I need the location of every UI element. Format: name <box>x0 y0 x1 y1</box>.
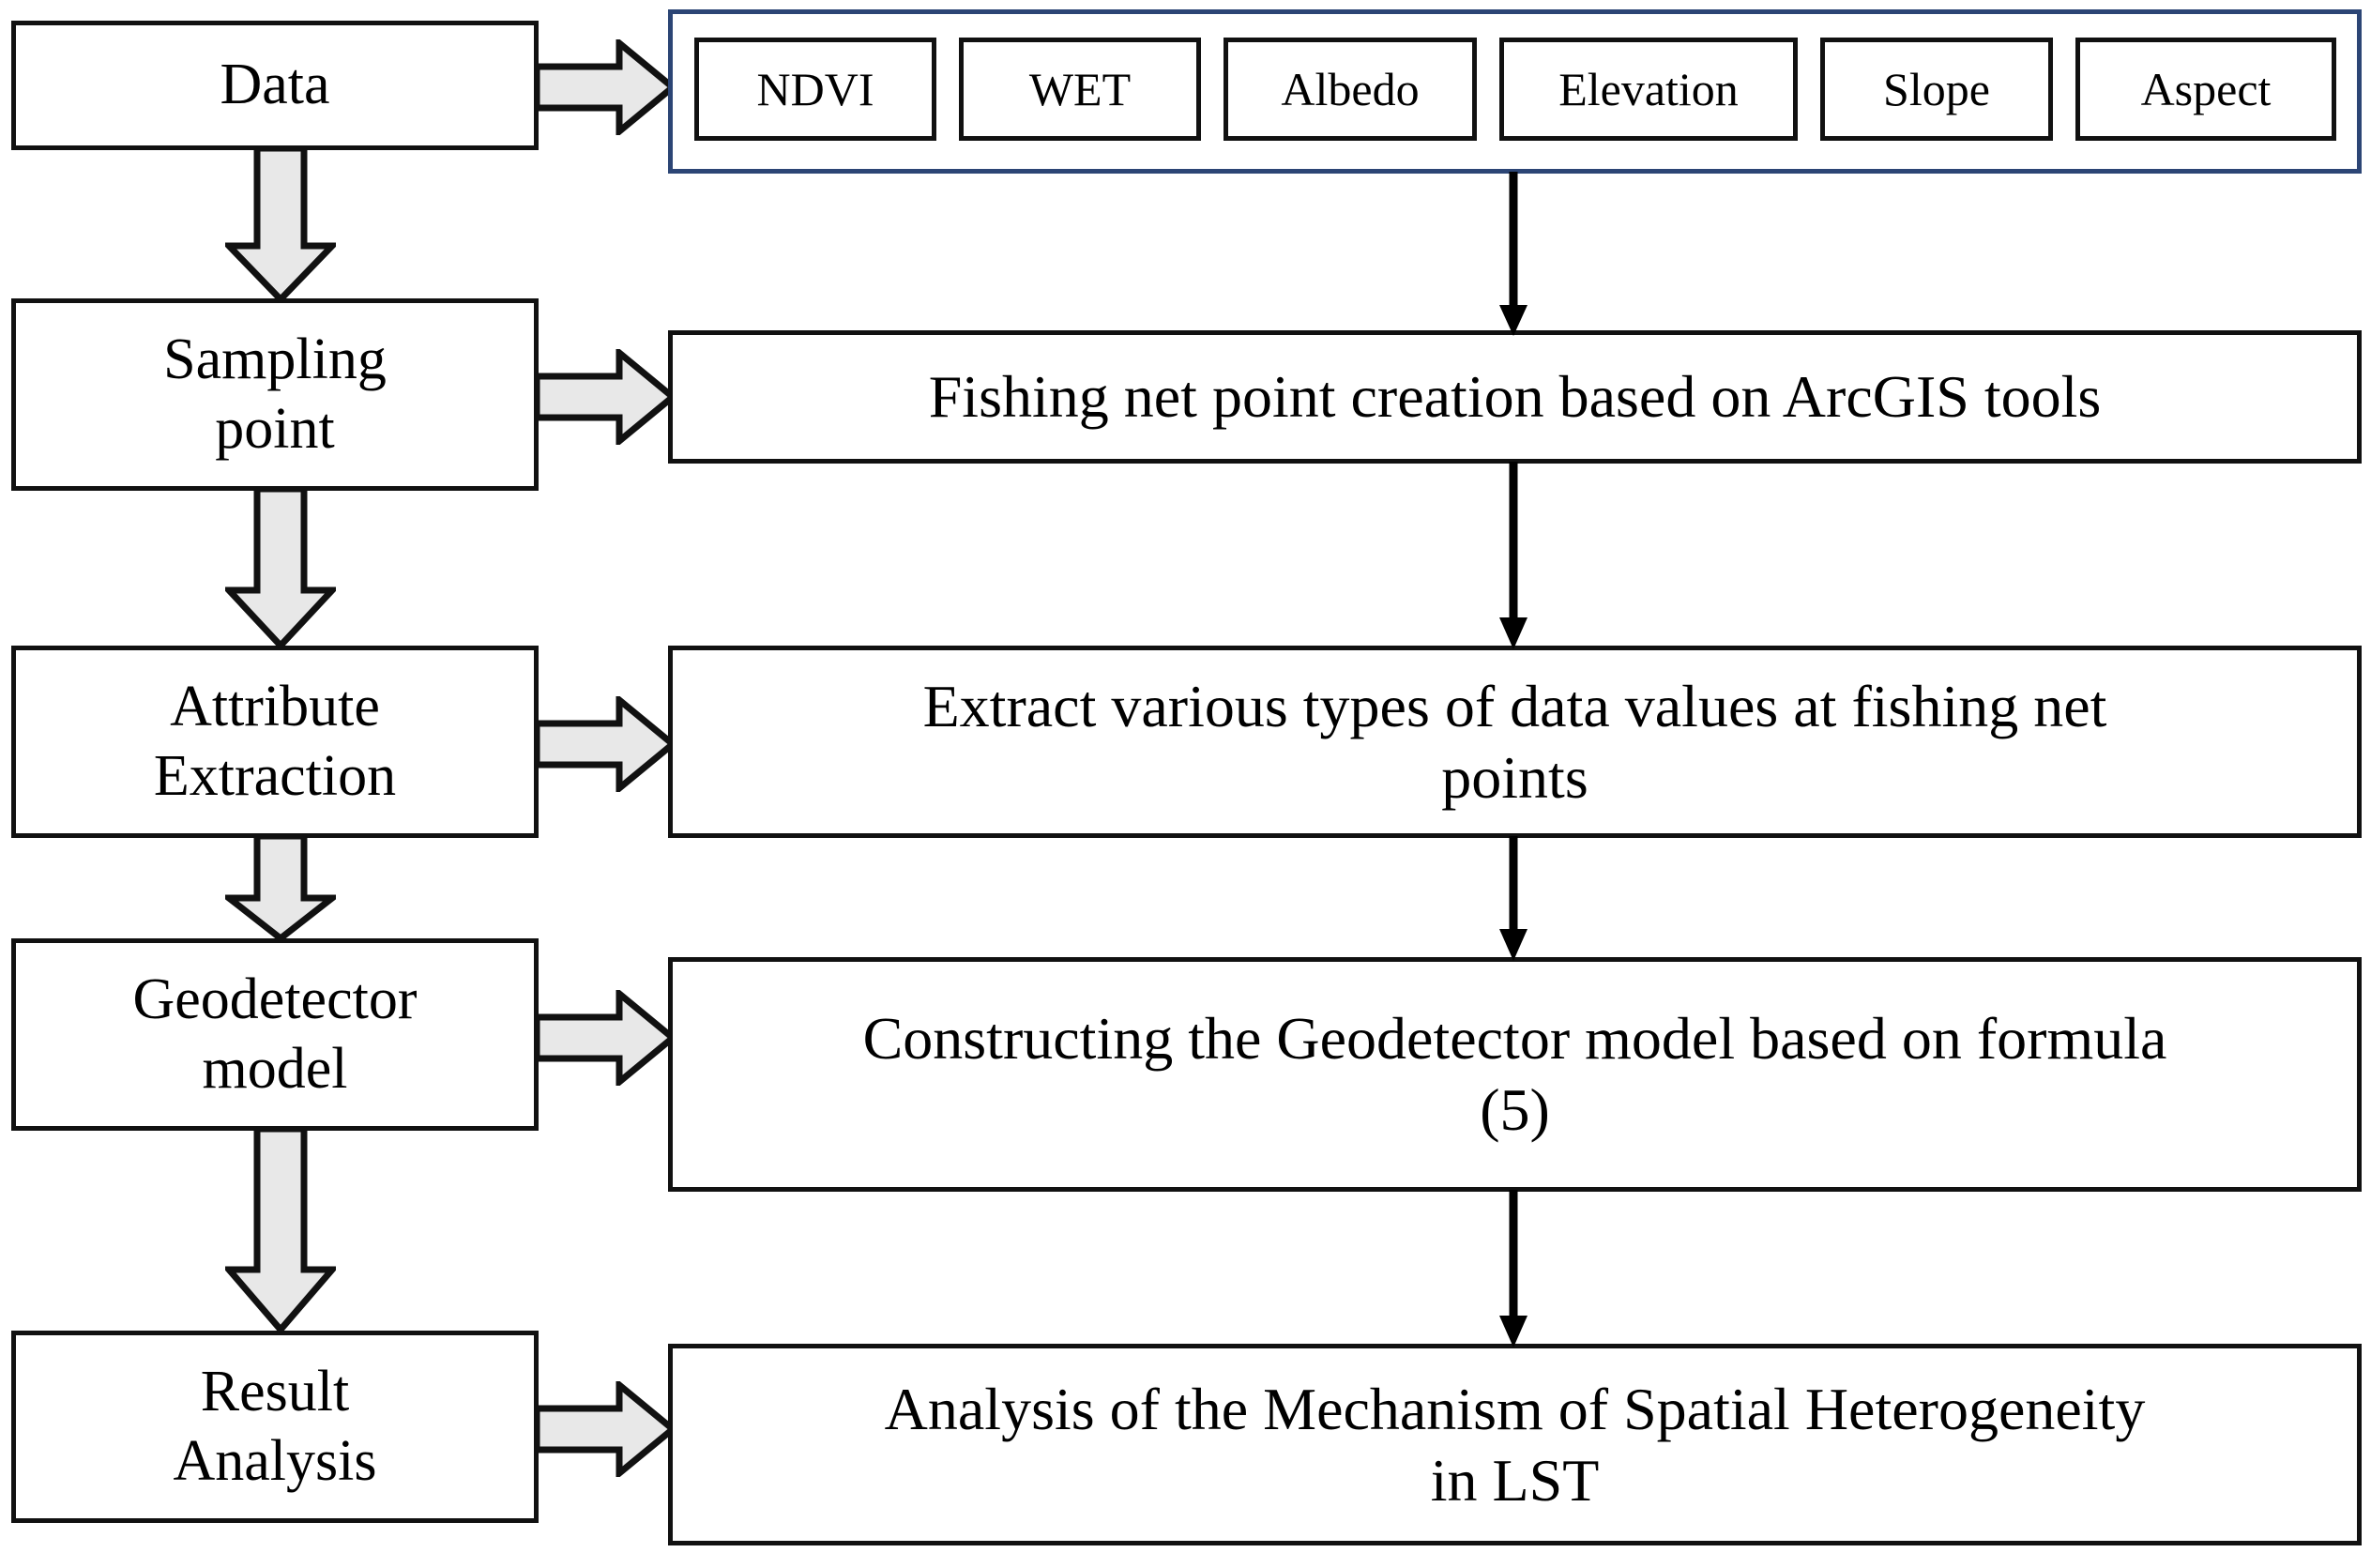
stage-label-attribute: Attribute Extraction <box>153 675 397 808</box>
block-arrow-data-to-sources <box>537 39 676 135</box>
description-box-fishing-net: Fishing net point creation based on ArcG… <box>668 330 2362 464</box>
stage-label-geodetector: Geodetector model <box>132 967 418 1101</box>
connector-extract-to-construct <box>1481 836 1546 961</box>
stage-label-result: Result Analysis <box>173 1360 377 1493</box>
description-box-extract: Extract various types of data values at … <box>668 646 2362 838</box>
data-source-label-slope: Slope <box>1883 62 1990 115</box>
data-source-slope: Slope <box>1820 38 2053 141</box>
stage-box-attribute: Attribute Extraction <box>11 646 539 838</box>
stage-box-geodetector: Geodetector model <box>11 938 539 1131</box>
block-arrow-geodetector-to-construct <box>537 990 676 1086</box>
description-box-analysis-lst: Analysis of the Mechanism of Spatial Het… <box>668 1344 2362 1545</box>
data-source-ndvi: NDVI <box>694 38 936 141</box>
connector-sources-to-fishing-net <box>1481 172 1546 336</box>
block-arrow-attribute-to-geodetector <box>225 836 336 941</box>
block-arrow-attribute-to-extract <box>537 696 676 792</box>
stage-box-data: Data <box>11 21 539 150</box>
description-label-fishing-net: Fishing net point creation based on ArcG… <box>928 363 2102 431</box>
block-arrow-data-to-sampling <box>225 148 336 302</box>
block-arrow-sampling-to-attribute <box>225 489 336 648</box>
connector-fishing-net-to-extract <box>1481 462 1546 649</box>
description-label-analysis-lst: Analysis of the Mechanism of Spatial Het… <box>884 1375 2146 1514</box>
stage-label-data: Data <box>220 53 330 117</box>
data-source-label-wet: WET <box>1028 62 1132 115</box>
connector-construct-to-analysis <box>1481 1190 1546 1347</box>
data-source-label-albedo: Albedo <box>1281 62 1420 115</box>
stage-box-result: Result Analysis <box>11 1331 539 1523</box>
data-source-wet: WET <box>959 38 1201 141</box>
data-source-label-ndvi: NDVI <box>756 62 874 115</box>
data-source-albedo: Albedo <box>1223 38 1477 141</box>
description-label-construct: Constructing the Geodetector model based… <box>862 1005 2167 1143</box>
block-arrow-result-to-analysis <box>537 1381 676 1477</box>
description-box-construct: Constructing the Geodetector model based… <box>668 957 2362 1192</box>
description-label-extract: Extract various types of data values at … <box>922 672 2107 811</box>
stage-label-sampling: Sampling point <box>163 327 387 461</box>
block-arrow-geodetector-to-result <box>225 1129 336 1333</box>
data-source-label-aspect: Aspect <box>2140 62 2272 115</box>
stage-box-sampling: Sampling point <box>11 298 539 491</box>
data-source-label-elevation: Elevation <box>1558 62 1739 115</box>
data-source-aspect: Aspect <box>2075 38 2336 141</box>
block-arrow-sampling-to-fishing-net <box>537 349 676 445</box>
data-source-elevation: Elevation <box>1499 38 1798 141</box>
